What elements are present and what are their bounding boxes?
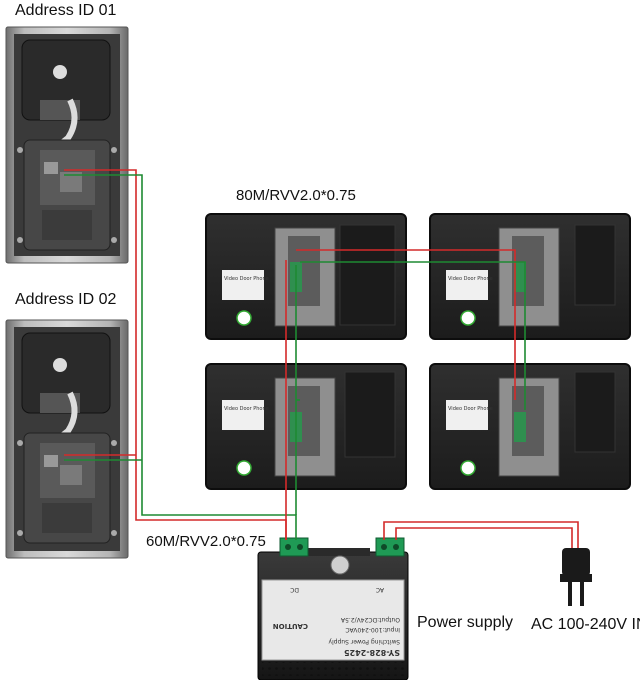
psu-caution: CAUTION xyxy=(273,622,308,630)
power-supply-label: Power supply xyxy=(417,614,514,631)
door-cable-spec-label: 60M/RVV2.0*0.75 xyxy=(146,533,266,550)
psu-dc-mark: DC xyxy=(290,586,299,593)
sticker-title: Video Door Phone xyxy=(224,276,269,282)
monitor-3: Video Door Phone xyxy=(205,363,407,490)
monitor-2: Video Door Phone xyxy=(429,213,631,340)
wires xyxy=(64,169,579,550)
camera-lens-icon xyxy=(53,358,67,372)
psu-ac-mark: AC xyxy=(376,586,384,593)
psu-name: Switching Power Supply xyxy=(328,638,400,645)
door-station-1 xyxy=(5,26,129,264)
ac-plug-icon xyxy=(560,548,592,606)
address-id-01-label: Address ID 01 xyxy=(15,2,117,19)
door-station-2 xyxy=(5,319,129,559)
sticker-title: Video Door Phone xyxy=(224,406,269,412)
ac-input-label: AC 100-240V IN xyxy=(531,616,640,633)
psu-model: SY-828-2425 xyxy=(344,648,400,657)
psu-input: Input:100-240VAC xyxy=(345,626,400,633)
monitor-cable-spec-label: 80M/RVV2.0*0.75 xyxy=(236,187,356,204)
monitor-4: Video Door Phone xyxy=(429,363,631,490)
dc-terminal-block xyxy=(279,537,309,557)
monitor-1: Video Door Phone xyxy=(205,213,407,340)
camera-lens-icon xyxy=(53,65,67,79)
power-supply-unit: SY-828-2425 Switching Power Supply Input… xyxy=(257,548,409,680)
ac-terminal-block xyxy=(375,537,405,557)
sticker-title: Video Door Phone xyxy=(448,276,493,282)
sticker-title: Video Door Phone xyxy=(448,406,493,412)
address-id-02-label: Address ID 02 xyxy=(15,291,117,308)
psu-output: Output:DC24V/2.5A xyxy=(340,616,400,623)
